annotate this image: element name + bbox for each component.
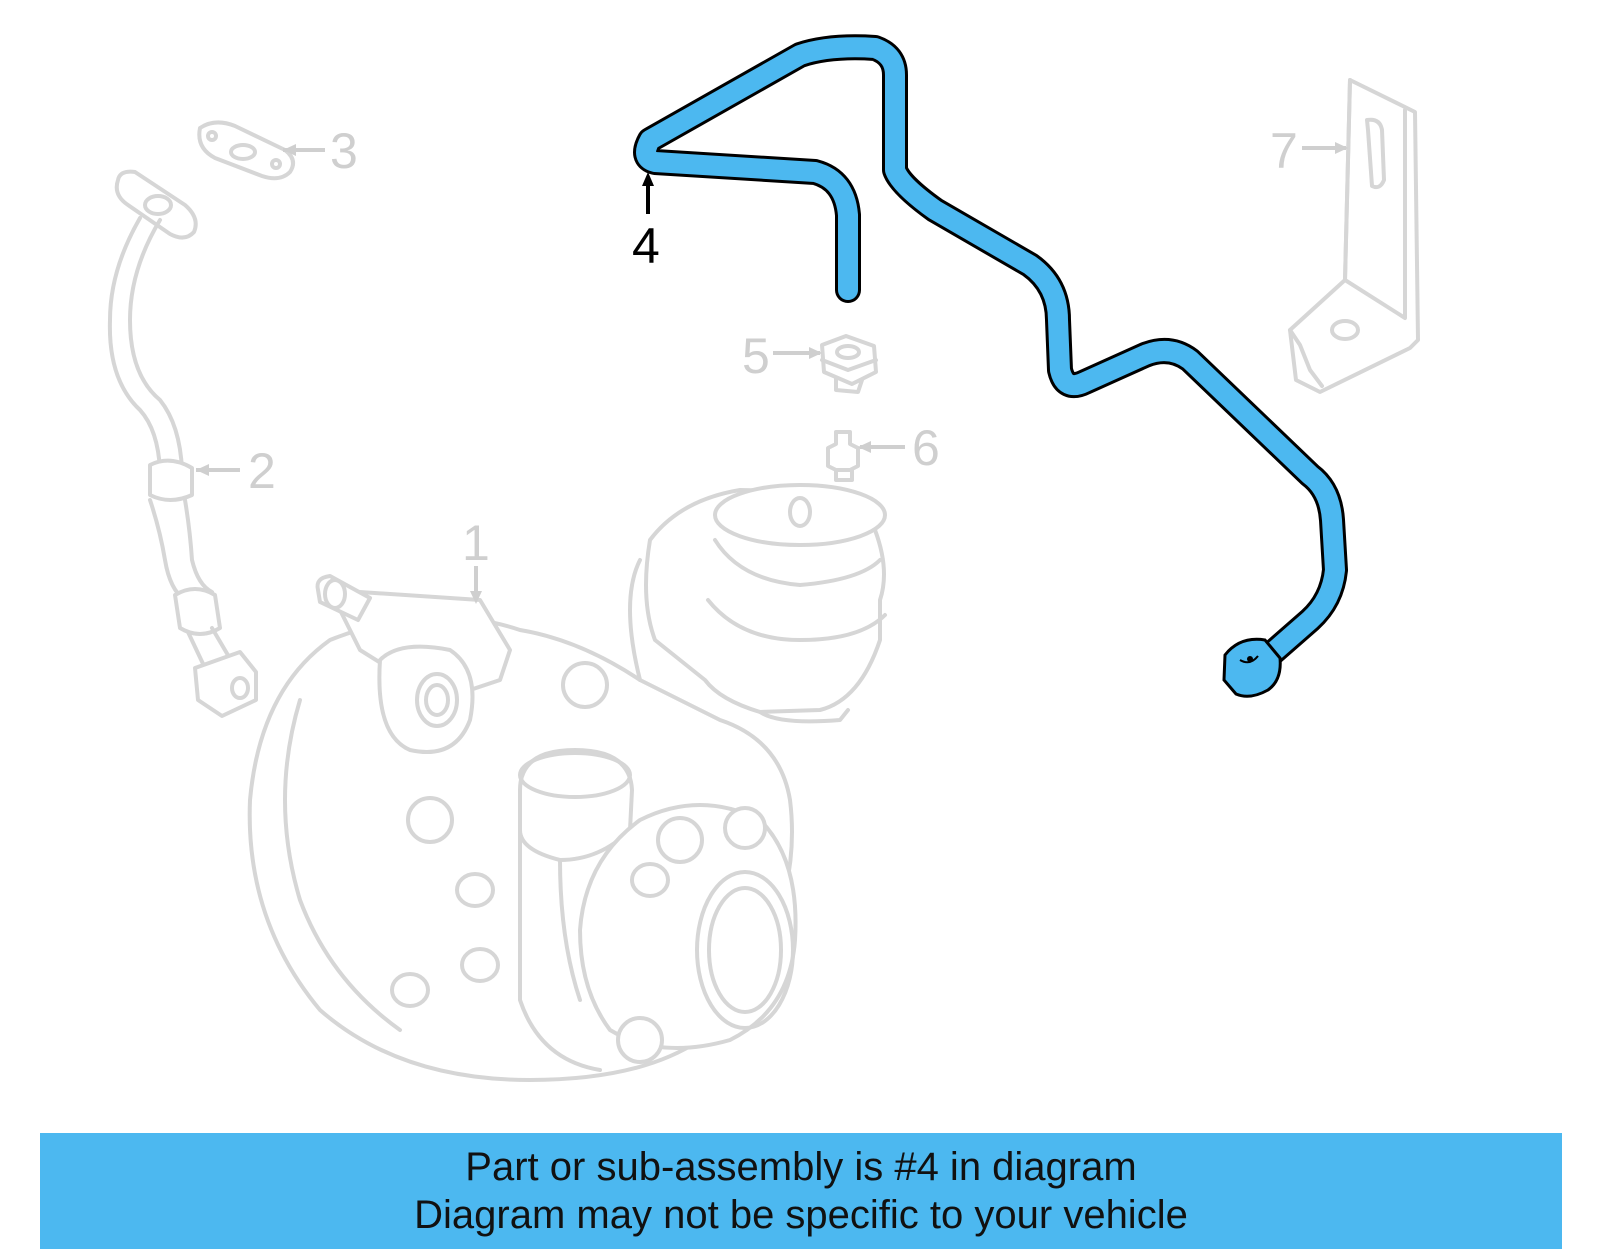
svg-text:3: 3 (330, 123, 358, 179)
callout-4: 4 (632, 172, 660, 274)
info-banner: Part or sub-assembly is #4 in diagram Di… (40, 1133, 1562, 1249)
svg-text:1: 1 (462, 515, 490, 571)
svg-text:5: 5 (742, 328, 770, 384)
callout-2: 2 (196, 443, 276, 499)
part-7-bracket (1288, 78, 1420, 394)
callout-5: 5 (742, 328, 822, 384)
callout-6: 6 (858, 420, 940, 476)
part-6-stud (826, 430, 860, 482)
svg-text:4: 4 (632, 218, 660, 274)
svg-text:7: 7 (1270, 123, 1298, 179)
part-5-nut (820, 334, 878, 394)
svg-text:2: 2 (248, 443, 276, 499)
part-3-gasket (197, 120, 296, 181)
svg-text:6: 6 (912, 420, 940, 476)
part-2-oil-line (107, 169, 258, 718)
part-4-oil-line-highlighted (633, 34, 1348, 698)
callout-1: 1 (462, 515, 490, 604)
banner-line-disclaimer: Diagram may not be specific to your vehi… (414, 1193, 1188, 1237)
banner-line-part-number: Part or sub-assembly is #4 in diagram (465, 1145, 1137, 1189)
part-1-turbocharger (247, 483, 887, 1082)
callout-3: 3 (283, 123, 358, 179)
callout-7: 7 (1270, 123, 1348, 179)
